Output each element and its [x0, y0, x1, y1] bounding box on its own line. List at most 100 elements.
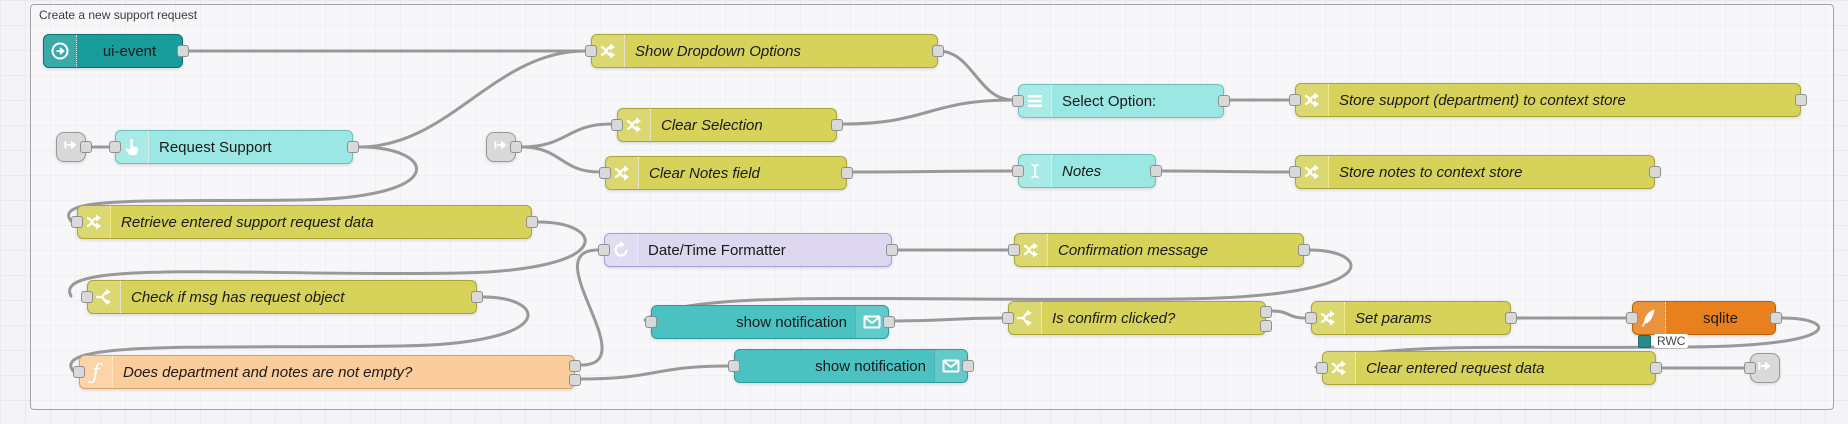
link-icon: [63, 137, 79, 158]
node-link-in-1[interactable]: [56, 132, 92, 162]
port-in[interactable]: [1305, 312, 1317, 324]
wire[interactable]: [69, 295, 530, 373]
node-link-in-2[interactable]: [486, 132, 522, 162]
port-in[interactable]: [1008, 244, 1020, 256]
node-retrieve-request-data[interactable]: Retrieve entered support request data: [71, 205, 538, 239]
port-in[interactable]: [1289, 166, 1301, 178]
port-in[interactable]: [1316, 362, 1328, 374]
port-out[interactable]: [883, 316, 895, 328]
node-notes[interactable]: Notes: [1012, 154, 1162, 188]
node-label: Is confirm clicked?: [1052, 309, 1176, 327]
change-icon: [1015, 234, 1048, 266]
port-out[interactable]: [962, 360, 974, 372]
port-in[interactable]: [1626, 312, 1638, 324]
port-out[interactable]: [1218, 95, 1230, 107]
node-store-support[interactable]: Store support (department) to context st…: [1289, 83, 1807, 117]
port-out[interactable]: [1795, 94, 1807, 106]
node-request-support[interactable]: Request Support: [109, 130, 359, 164]
port-in[interactable]: [599, 167, 611, 179]
port-out[interactable]: [177, 45, 189, 57]
port-out[interactable]: [1505, 312, 1517, 324]
wire[interactable]: [1270, 309, 1307, 320]
node-label: Select Option:: [1062, 92, 1157, 110]
port-in[interactable]: [1002, 312, 1014, 324]
node-check-msg-request[interactable]: Check if msg has request object: [81, 280, 483, 314]
port-out[interactable]: [932, 45, 944, 57]
node-show-notification-2[interactable]: show notification: [728, 349, 974, 383]
port-out[interactable]: [347, 141, 359, 153]
node-link-out[interactable]: [1744, 353, 1780, 383]
port-in[interactable]: [1289, 94, 1301, 106]
port-out-2[interactable]: [1260, 320, 1272, 332]
port-in[interactable]: [585, 45, 597, 57]
status-dot: [1638, 334, 1651, 348]
node-is-confirm-clicked[interactable]: Is confirm clicked?: [1002, 301, 1272, 335]
wire[interactable]: [520, 145, 601, 174]
port-out[interactable]: [80, 141, 92, 153]
node-ui-event[interactable]: ui-event: [43, 34, 189, 68]
wire[interactable]: [68, 220, 587, 298]
port-out[interactable]: [526, 216, 538, 228]
port-out[interactable]: [1770, 312, 1782, 324]
port-in[interactable]: [73, 366, 85, 378]
wire[interactable]: [851, 169, 1014, 174]
node-label: Store notes to context store: [1339, 163, 1523, 181]
port-in[interactable]: [1012, 165, 1024, 177]
port-in[interactable]: [1012, 95, 1024, 107]
wire[interactable]: [520, 122, 613, 149]
node-label: Store support (department) to context st…: [1339, 91, 1626, 109]
node-clear-entered-request-data[interactable]: Clear entered request data: [1316, 351, 1662, 385]
wire[interactable]: [936, 49, 1015, 102]
port-out[interactable]: [1649, 166, 1661, 178]
port-out-2[interactable]: [569, 374, 581, 386]
port-in[interactable]: [728, 360, 740, 372]
wire[interactable]: [841, 98, 1015, 126]
wire[interactable]: [576, 248, 604, 367]
change-icon: [618, 109, 651, 141]
wire[interactable]: [357, 49, 587, 149]
port-out[interactable]: [471, 291, 483, 303]
port-out-1[interactable]: [1260, 306, 1272, 318]
node-set-params[interactable]: Set params: [1305, 301, 1517, 335]
wire[interactable]: [1160, 169, 1291, 174]
node-label: Confirmation message: [1058, 241, 1209, 259]
node-sqlite[interactable]: sqlite: [1626, 301, 1782, 335]
port-out-1[interactable]: [569, 360, 581, 372]
port-out[interactable]: [831, 119, 843, 131]
port-out[interactable]: [510, 141, 522, 153]
node-label: ui-event: [102, 42, 157, 60]
port-in[interactable]: [598, 244, 610, 256]
port-in[interactable]: [81, 291, 93, 303]
node-show-dropdown-options[interactable]: Show Dropdown Options: [585, 34, 944, 68]
port-out[interactable]: [1650, 362, 1662, 374]
node-store-notes[interactable]: Store notes to context store: [1289, 155, 1661, 189]
node-select-option[interactable]: Select Option:: [1012, 84, 1230, 118]
node-label: Clear entered request data: [1366, 359, 1545, 377]
circle-right-arrow-icon: [44, 35, 77, 67]
text-cursor-icon: [1019, 155, 1052, 187]
node-clear-notes-field[interactable]: Clear Notes field: [599, 156, 853, 190]
node-datetime-formatter[interactable]: Date/Time Formatter: [598, 233, 898, 267]
port-in[interactable]: [109, 141, 121, 153]
node-label: Check if msg has request object: [131, 288, 345, 306]
port-out[interactable]: [886, 244, 898, 256]
node-confirmation-message[interactable]: Confirmation message: [1008, 233, 1310, 267]
node-show-notification-1[interactable]: show notification: [645, 305, 895, 339]
wire[interactable]: [893, 316, 1004, 323]
change-icon: [1296, 156, 1329, 188]
node-label: Date/Time Formatter: [648, 241, 786, 259]
port-in[interactable]: [645, 316, 657, 328]
wire[interactable]: [643, 248, 1353, 322]
port-out[interactable]: [1298, 244, 1310, 256]
node-does-dept-notes-not-empty[interactable]: ƒ Does department and notes are not empt…: [73, 355, 581, 389]
node-clear-selection[interactable]: Clear Selection: [611, 108, 843, 142]
port-in[interactable]: [1744, 362, 1756, 374]
port-out[interactable]: [841, 167, 853, 179]
port-in[interactable]: [611, 119, 623, 131]
port-in[interactable]: [71, 216, 83, 228]
envelope-icon: [934, 350, 967, 382]
port-out[interactable]: [1150, 165, 1162, 177]
change-icon: [606, 157, 639, 189]
wire[interactable]: [579, 364, 730, 381]
